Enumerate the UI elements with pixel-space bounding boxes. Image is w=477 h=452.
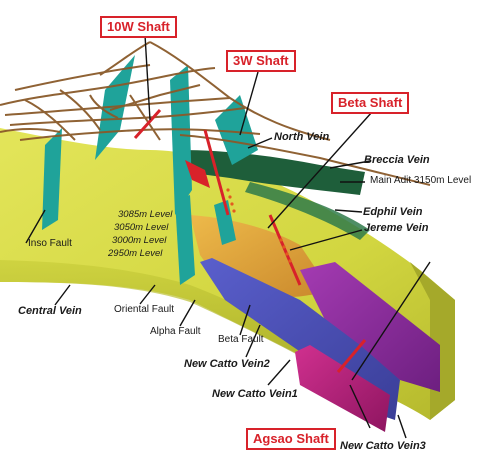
label-level-3085: 3085m Level — [118, 209, 172, 220]
label-3w-shaft: 3W Shaft — [226, 50, 296, 72]
label-alpha-fault: Alpha Fault — [150, 326, 201, 337]
label-inso-fault: Inso Fault — [28, 238, 72, 249]
label-level-3050: 3050m Level — [114, 222, 168, 233]
label-central-vein: Central Vein — [18, 305, 82, 317]
label-oriental-fault: Oriental Fault — [114, 304, 174, 315]
label-breccia-vein: Breccia Vein — [364, 154, 430, 166]
label-new-catto-vein2: New Catto Vein2 — [184, 358, 270, 370]
label-new-catto-vein3: New Catto Vein3 — [340, 440, 426, 452]
label-new-catto-vein1: New Catto Vein1 — [212, 388, 298, 400]
label-jereme-vein: Jereme Vein — [364, 222, 428, 234]
label-main-adit: Main Adit 3150m Level — [370, 175, 471, 186]
label-10w-shaft: 10W Shaft — [100, 16, 177, 38]
label-level-3000: 3000m Level — [112, 235, 166, 246]
label-beta-fault: Beta Fault — [218, 334, 264, 345]
label-beta-shaft: Beta Shaft — [331, 92, 409, 114]
label-agsao-shaft: Agsao Shaft — [246, 428, 336, 450]
label-north-vein: North Vein — [274, 131, 329, 143]
label-edphil-vein: Edphil Vein — [363, 206, 423, 218]
label-level-2950: 2950m Level — [108, 248, 162, 259]
